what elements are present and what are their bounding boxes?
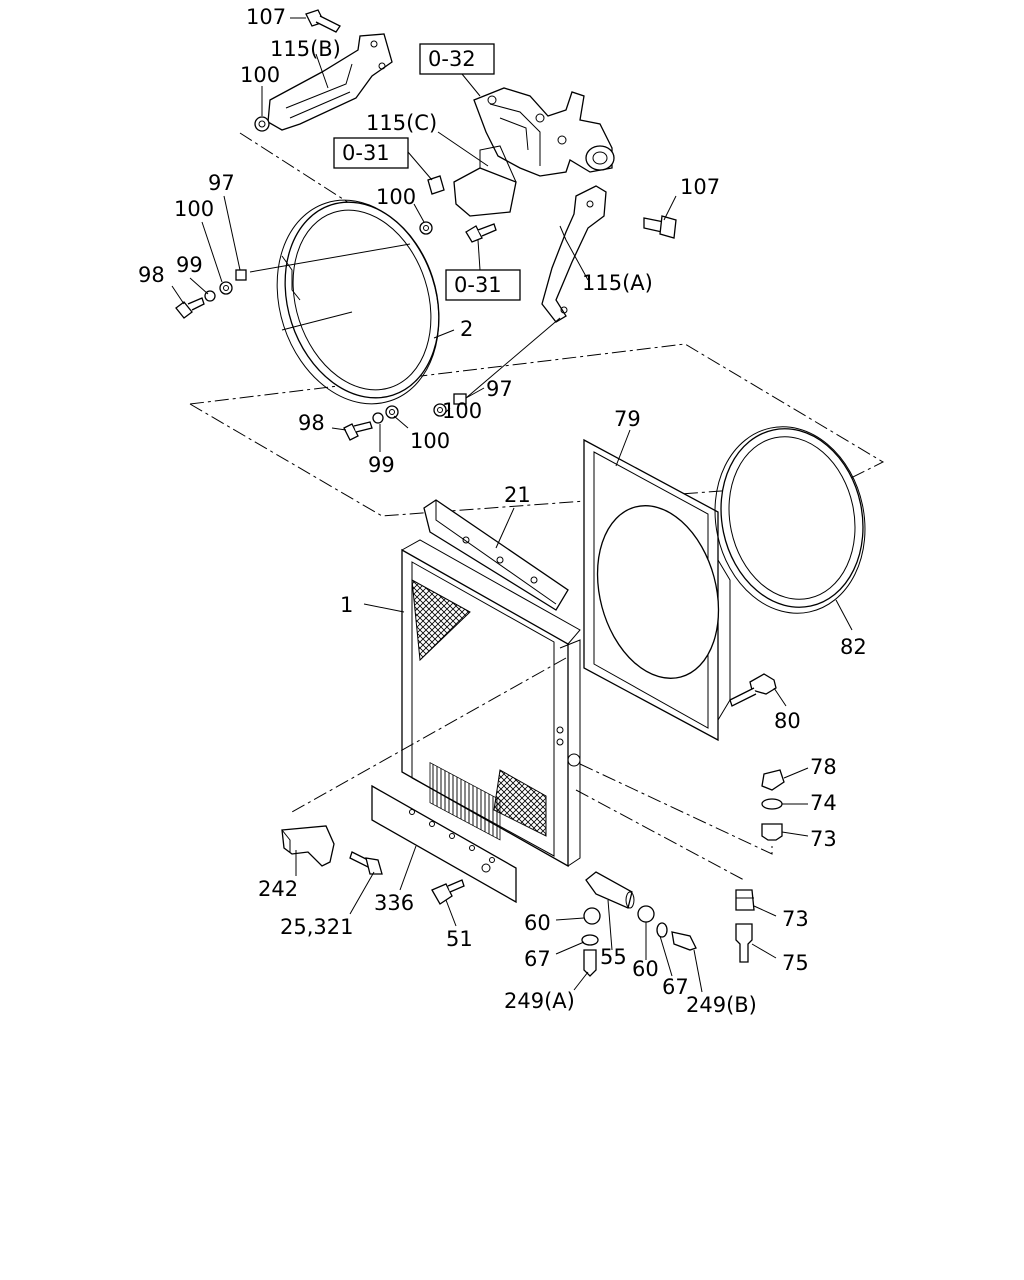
leader-lines: [171, 17, 853, 993]
label-100-top: 100: [240, 63, 280, 87]
label-73-b: 73: [782, 907, 809, 931]
bracket-115c: [453, 145, 517, 217]
label-1: 1: [340, 593, 353, 617]
radiator-fins: [429, 762, 501, 841]
label-97-b: 97: [486, 377, 513, 401]
label-115b: 115(B): [270, 37, 341, 61]
label-67-a: 67: [524, 947, 551, 971]
label-ref-031-a: 0-31: [342, 141, 390, 165]
bolt-107-right: [643, 215, 677, 239]
washer-74: [761, 798, 783, 810]
plug-249b: [671, 931, 697, 951]
mount-73-a: [761, 823, 783, 841]
leader-drain-axis: [575, 789, 745, 881]
ref-box-031-b: [445, 269, 521, 301]
washer-100-top: [254, 116, 270, 132]
label-75: 75: [782, 951, 809, 975]
bolt-25-321: [349, 851, 383, 875]
bolt-80: [729, 673, 777, 707]
spacer-97-b: [453, 393, 467, 405]
radiator-core: [401, 539, 581, 868]
stud-75: [735, 923, 753, 963]
label-55: 55: [600, 945, 627, 969]
upper-group-boundary: [189, 132, 885, 517]
label-79: 79: [614, 407, 641, 431]
bolt-98-b: [343, 421, 373, 441]
label-97-a: 97: [208, 171, 235, 195]
bolt-031-b: [465, 223, 497, 243]
ref-box-032: [419, 43, 495, 75]
label-107-top: 107: [246, 5, 286, 29]
label-249a: 249(A): [504, 989, 575, 1013]
nut-78: [761, 769, 785, 791]
label-115a: 115(A): [582, 271, 653, 295]
label-100-b: 100: [442, 399, 482, 423]
spacer-97-a: [235, 269, 247, 281]
label-25-321: 25,321: [280, 915, 353, 939]
bracket-115b: [267, 33, 393, 131]
plug-249a: [583, 949, 597, 977]
label-98-a: 98: [138, 263, 165, 287]
seal-60-b: [637, 905, 655, 923]
drain-elbow-55: [585, 871, 635, 909]
bolt-031-a: [427, 175, 445, 195]
washer-100-a: [219, 281, 233, 295]
label-100-c: 100: [410, 429, 450, 453]
label-ref-031-b: 0-31: [454, 273, 502, 297]
label-99-a: 99: [176, 253, 203, 277]
seal-60-a: [583, 907, 601, 925]
label-107-right: 107: [680, 175, 720, 199]
label-2: 2: [460, 317, 473, 341]
label-99-b: 99: [368, 453, 395, 477]
label-60-b: 60: [632, 957, 659, 981]
bolt-107-top: [305, 9, 341, 33]
washer-67-b: [656, 922, 668, 938]
baffle-21: [423, 499, 569, 611]
washer-99-b: [372, 412, 384, 424]
washer-100-c: [385, 405, 399, 419]
leader-97-b-to-bracket: [465, 317, 561, 399]
label-51: 51: [446, 927, 473, 951]
label-78: 78: [810, 755, 837, 779]
fan-ring-82: [714, 426, 866, 614]
bracket-242: [281, 825, 335, 867]
washer-100-b: [433, 403, 447, 417]
label-82: 82: [840, 635, 867, 659]
lower-plate-336: [371, 784, 517, 904]
label-98-b: 98: [298, 411, 325, 435]
label-249b: 249(B): [686, 993, 757, 1017]
fan-shroud-79: [583, 438, 731, 742]
leader-radiator-axis: [291, 657, 567, 813]
fan-shroud-ring: [276, 199, 440, 405]
mount-73-b: [735, 889, 755, 911]
label-100-a: 100: [174, 197, 214, 221]
drain-bolt-51: [431, 879, 465, 905]
thermostat-housing: [473, 87, 615, 177]
label-115c: 115(C): [366, 111, 437, 135]
label-73-a: 73: [810, 827, 837, 851]
label-336: 336: [374, 891, 414, 915]
label-60-a: 60: [524, 911, 551, 935]
bolt-98-a: [175, 297, 205, 319]
label-242: 242: [258, 877, 298, 901]
label-74: 74: [810, 791, 837, 815]
washer-67-a: [581, 934, 599, 946]
leader-97-a-to-ring: [249, 243, 411, 273]
label-67-b: 67: [662, 975, 689, 999]
ref-box-031-a: [333, 137, 409, 169]
label-80: 80: [774, 709, 801, 733]
leader-radiator-right: [579, 763, 773, 855]
bolt-100-mid: [419, 221, 433, 235]
label-100-mid: 100: [376, 185, 416, 209]
label-ref-032: 0-32: [428, 47, 476, 71]
label-21: 21: [504, 483, 531, 507]
